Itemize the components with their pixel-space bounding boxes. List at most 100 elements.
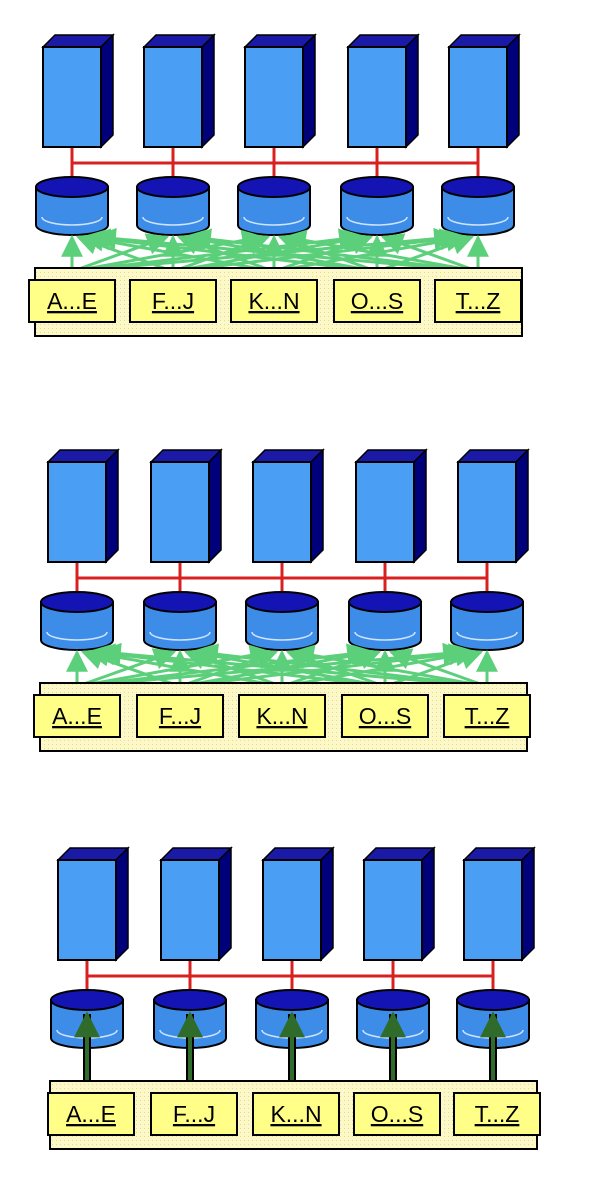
arrow: [380, 233, 475, 272]
server-front: [363, 859, 423, 961]
partition-box: [252, 1092, 340, 1136]
server-side: [521, 846, 535, 962]
partition-text: F...J: [152, 288, 194, 314]
disk-top: [456, 989, 530, 1011]
arrow: [87, 228, 366, 272]
partition-label: O...S: [341, 694, 429, 738]
arrow: [98, 642, 472, 687]
partition-box: [129, 279, 217, 323]
server-front: [448, 46, 508, 148]
server-front: [463, 859, 523, 961]
server-front: [355, 461, 415, 563]
server-side: [515, 448, 529, 564]
partition-text: T...Z: [465, 703, 510, 729]
server-side: [405, 33, 419, 149]
partition-label: T...Z: [453, 1092, 541, 1136]
disk-icon: [450, 591, 524, 651]
disk-shine: [251, 631, 313, 641]
partition-text: T...Z: [475, 1101, 520, 1127]
disk-top: [356, 989, 430, 1011]
disk-top: [35, 176, 109, 198]
server-front: [47, 461, 107, 563]
partition-text: O...S: [351, 288, 403, 314]
disk-icon: [237, 176, 311, 236]
partition-text: A...E: [66, 1101, 116, 1127]
partition-label: F...J: [129, 279, 217, 323]
partition-box: [28, 279, 116, 323]
server-side: [302, 33, 316, 149]
disk-shine: [243, 216, 305, 226]
disk-shine: [149, 631, 211, 641]
arrow: [93, 227, 463, 272]
disk-top: [245, 591, 319, 613]
disk-top: [136, 176, 210, 198]
partition-text: T...Z: [456, 288, 501, 314]
data-arrows: [61, 227, 489, 272]
partition-label: A...E: [28, 279, 116, 323]
disk-top: [441, 176, 515, 198]
disk-shine: [346, 216, 408, 226]
server-front: [347, 46, 407, 148]
disk-top: [40, 591, 114, 613]
partition-box: [47, 1092, 135, 1136]
disk-icon: [348, 591, 422, 651]
arrow: [92, 643, 374, 687]
server-front: [150, 461, 210, 563]
arrow: [195, 643, 476, 687]
partition-text: F...J: [173, 1101, 215, 1127]
disk-shine: [142, 216, 204, 226]
server-side: [105, 448, 119, 564]
partition-label: T...Z: [434, 279, 522, 323]
server-side: [201, 33, 215, 149]
partition-text: K...N: [248, 288, 299, 314]
disk-icon: [245, 591, 319, 651]
partition-box: [353, 1092, 441, 1136]
partition-box: [333, 279, 421, 323]
server-side: [310, 448, 324, 564]
partition-text: A...E: [52, 703, 102, 729]
data-arrows: [66, 642, 498, 687]
server-icon: [41, 33, 115, 149]
partition-label: O...S: [353, 1092, 441, 1136]
partition-label: A...E: [33, 694, 121, 738]
disk-icon: [40, 591, 114, 651]
disk-shine: [447, 216, 509, 226]
partition-label: F...J: [136, 694, 224, 738]
interconnect: [75, 562, 489, 594]
server-front: [262, 859, 322, 961]
partition-label: O...S: [333, 279, 421, 323]
disk-icon: [143, 591, 217, 651]
arrow: [188, 228, 467, 272]
arrow: [283, 229, 471, 272]
partition-label: A...E: [47, 1092, 135, 1136]
partition-box: [443, 694, 531, 738]
partition-box: [33, 694, 121, 738]
server-icon: [56, 846, 130, 962]
disk-top: [255, 989, 329, 1011]
arrow: [388, 648, 484, 687]
server-front: [244, 46, 304, 148]
panel-1: A...E F...J K...N O...S T...Z: [28, 33, 523, 337]
disk-top: [340, 176, 414, 198]
disk-icon: [441, 176, 515, 236]
server-side: [208, 448, 222, 564]
disk-shine: [41, 216, 103, 226]
server-icon: [159, 846, 233, 962]
server-front: [42, 46, 102, 148]
disk-icon: [340, 176, 414, 236]
server-icon: [462, 846, 536, 962]
partition-box: [150, 1092, 238, 1136]
server-side: [218, 846, 232, 962]
disk-icon: [136, 176, 210, 236]
arrow: [291, 644, 480, 687]
server-side: [320, 846, 334, 962]
partition-text: K...N: [270, 1101, 321, 1127]
server-icon: [362, 846, 436, 962]
interconnect: [70, 147, 480, 179]
disk-top: [237, 176, 311, 198]
partition-box: [230, 279, 318, 323]
server-icon: [346, 33, 420, 149]
disk-icon: [35, 176, 109, 236]
partition-label: F...J: [150, 1092, 238, 1136]
